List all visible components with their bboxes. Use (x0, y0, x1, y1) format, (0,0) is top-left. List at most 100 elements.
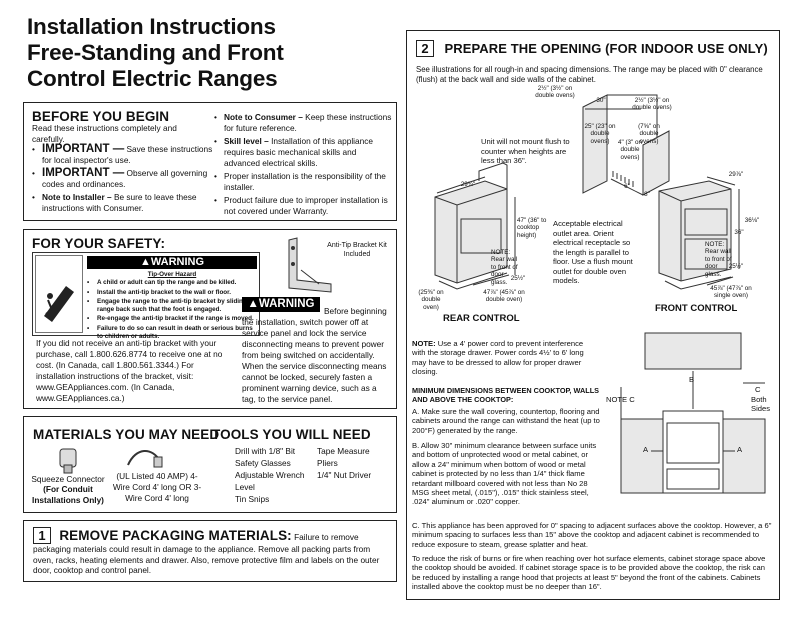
squeeze-connector-note: (For Conduit Installations Only) (32, 484, 104, 505)
prepare-opening-section: 2 PREPARE THE OPENING (FOR INDOOR USE ON… (406, 30, 780, 600)
tools-column-1: Drill with 1/8" Bit Safety Glasses Adjus… (235, 445, 315, 505)
dim-d2: 30" (596, 97, 606, 104)
dim-d15: 36⅛" (744, 217, 760, 224)
label-a-left: A (643, 445, 649, 454)
tool-item: 1/4" Nut Driver (317, 470, 372, 480)
tool-item: Drill with 1/8" Bit (235, 446, 296, 456)
step-number-1: 1 (33, 527, 51, 544)
step-number-2: 2 (416, 40, 434, 57)
prepare-heading-row: 2 PREPARE THE OPENING (FOR INDOOR USE ON… (416, 40, 768, 58)
receive-bracket-text: If you did not receive an anti-tip brack… (36, 338, 223, 403)
dim-d8: 8" (644, 191, 650, 198)
materials-section: MATERIALS YOU MAY NEED TOOLS YOU WILL NE… (23, 416, 397, 513)
anti-tip-bracket-icon (288, 237, 332, 293)
page-title: Installation Instructions Free-Standing … (27, 14, 357, 92)
before-you-begin-section: BEFORE YOU BEGIN Read these instructions… (23, 102, 397, 221)
tool-item: Tin Snips (235, 494, 270, 504)
range-illustrations (434, 94, 740, 290)
label-c: C (755, 385, 761, 394)
label-note-c: NOTE C (606, 395, 635, 404)
prepare-intro: See illustrations for all rough-in and s… (416, 65, 763, 84)
power-warning-banner: ▲WARNING (242, 297, 320, 312)
tip-over-warning-banner: ▲WARNING (87, 256, 257, 269)
tool-item: Adjustable Wrench (235, 470, 305, 480)
note-to-consumer: Note to Consumer – Keep these instructio… (214, 112, 392, 134)
power-warning-lead: Before beginning (324, 306, 387, 316)
dim-d10: 47" (36" to cooktop height) (517, 217, 547, 239)
rear-note: NOTE: Rear wall to front of door glass. (491, 249, 518, 286)
dim-d5: 4" (3" on double ovens) (617, 139, 643, 161)
product-failure: Product failure due to improper installa… (214, 195, 392, 217)
dim-d13: 47⅞" (45⅞" on double oven) (483, 289, 525, 304)
before-intro: Read these instructions completely and c… (32, 123, 177, 144)
outlet-note: Acceptable electrical outlet area. Orien… (553, 219, 633, 285)
dim-d11: (25⅜" on double oven) (418, 289, 444, 311)
remove-heading: REMOVE PACKAGING MATERIALS: (59, 528, 292, 543)
hazard-item: Re-engage the anti-tip bracket if the ra… (87, 315, 259, 323)
tip-over-pictogram (35, 255, 83, 333)
title-line-2: Free-Standing and Front (27, 40, 284, 65)
power-warning-text: the installation, switch power off at se… (242, 317, 387, 404)
tools-column-2: Tape Measure Pliers 1/4" Nut Driver (317, 445, 395, 481)
item-c: C. This appliance has been approved for … (412, 521, 772, 549)
tool-item: Tape Measure (317, 446, 370, 456)
dim-d6: (7⅝" on double ovens) (638, 123, 660, 145)
tip-over-hazard-title: Tip-Over Hazard (147, 271, 197, 278)
remove-packaging-section: 1 REMOVE PACKAGING MATERIALS: Failure to… (23, 520, 397, 582)
squeeze-connector-label: Squeeze Connector (31, 474, 105, 484)
bracket-label: Anti-Tip Bracket Kit Included (327, 242, 387, 258)
front-control-label: FRONT CONTROL (655, 303, 738, 314)
dim-d4: 2½" (3½" on double ovens) (632, 97, 672, 112)
item-b: B. Allow 30" minimum clearance between s… (412, 441, 597, 507)
tool-item: Level (235, 482, 255, 492)
opening-diagram: 2½" (3½" on double ovens) 30" 25" (23" o… (407, 85, 779, 325)
tip-over-warning-label: ▲WARNING Tip-Over Hazard A child or adul… (32, 252, 260, 340)
power-cord-icon (127, 450, 163, 468)
hazard-item: A child or adult can tip the range and b… (87, 279, 259, 287)
tools-heading: TOOLS YOU WILL NEED (212, 427, 371, 442)
skill-level: Skill level – Installation of this appli… (214, 136, 392, 169)
dim-d1: 2½" (3½" on double ovens) (535, 85, 575, 100)
safety-section: FOR YOUR SAFETY: ▲WARNING Tip-Over Hazar… (23, 229, 397, 409)
closing-text: To reduce the risk of burns or fire when… (412, 554, 766, 592)
proper-installation: Proper installation is the responsibilit… (214, 171, 392, 193)
rear-control-label: REAR CONTROL (443, 313, 520, 324)
item-a: A. Make sure the wall covering, countert… (412, 407, 600, 435)
hazard-item: Install the anti-tip bracket to the wall… (87, 289, 259, 297)
min-dimensions-heading: MINIMUM DIMENSIONS BETWEEN COOKTOP, WALL… (412, 386, 600, 404)
title-line-3: Control Electric Ranges (27, 66, 278, 91)
before-heading: BEFORE YOU BEGIN (32, 109, 170, 124)
important-save: IMPORTANT — Save these instructions for … (32, 143, 217, 166)
dim-d16: 36" (734, 229, 744, 236)
flush-note: Unit will not mount flush to counter whe… (481, 137, 570, 165)
dim-d9: 29¾" (460, 181, 476, 188)
dim-d18: 45⅞" (47⅞" on single oven) (710, 285, 752, 300)
dim-d17: 25½" (728, 263, 744, 270)
power-note: NOTE: Use a 4' power cord to prevent int… (412, 339, 584, 377)
squeeze-connector-icon (59, 448, 77, 474)
hazard-item: Engage the range to the anti-tip bracket… (87, 298, 259, 313)
important-observe: IMPORTANT — Observe all governing codes … (32, 167, 217, 190)
label-a-right: A (737, 445, 743, 454)
dim-d12: 25½" (510, 275, 526, 282)
note-to-installer: Note to Installer – Be sure to leave the… (32, 192, 217, 214)
front-note: NOTE: Rear wall to front of door glass. (705, 241, 732, 278)
hazard-item: Failure to do so can result in death or … (87, 325, 259, 340)
tool-item: Pliers (317, 458, 338, 468)
tip-over-icon (44, 286, 74, 322)
dim-d7: 6" (624, 183, 630, 190)
tool-item: Safety Glasses (235, 458, 291, 468)
clearance-illustration (620, 332, 766, 494)
dim-d14: 29⅞" (728, 171, 744, 178)
remove-packaging-body: 1 REMOVE PACKAGING MATERIALS: Failure to… (33, 527, 391, 576)
clearance-diagram: B C NOTE C Both Sides A A (603, 327, 777, 513)
materials-heading: MATERIALS YOU MAY NEED (33, 427, 220, 442)
label-both-sides: Both Sides (751, 395, 770, 413)
title-line-1: Installation Instructions (27, 14, 276, 39)
label-b: B (689, 375, 695, 384)
remove-text: Failure to remove packaging materials co… (33, 532, 380, 575)
dim-d3: 25" (23" on double ovens) (584, 123, 616, 145)
power-cord-label: (UL Listed 40 AMP) 4-Wire Cord 4' long O… (112, 471, 202, 503)
safety-heading: FOR YOUR SAFETY: (32, 236, 166, 251)
prepare-heading: PREPARE THE OPENING (FOR INDOOR USE ONLY… (444, 41, 768, 56)
